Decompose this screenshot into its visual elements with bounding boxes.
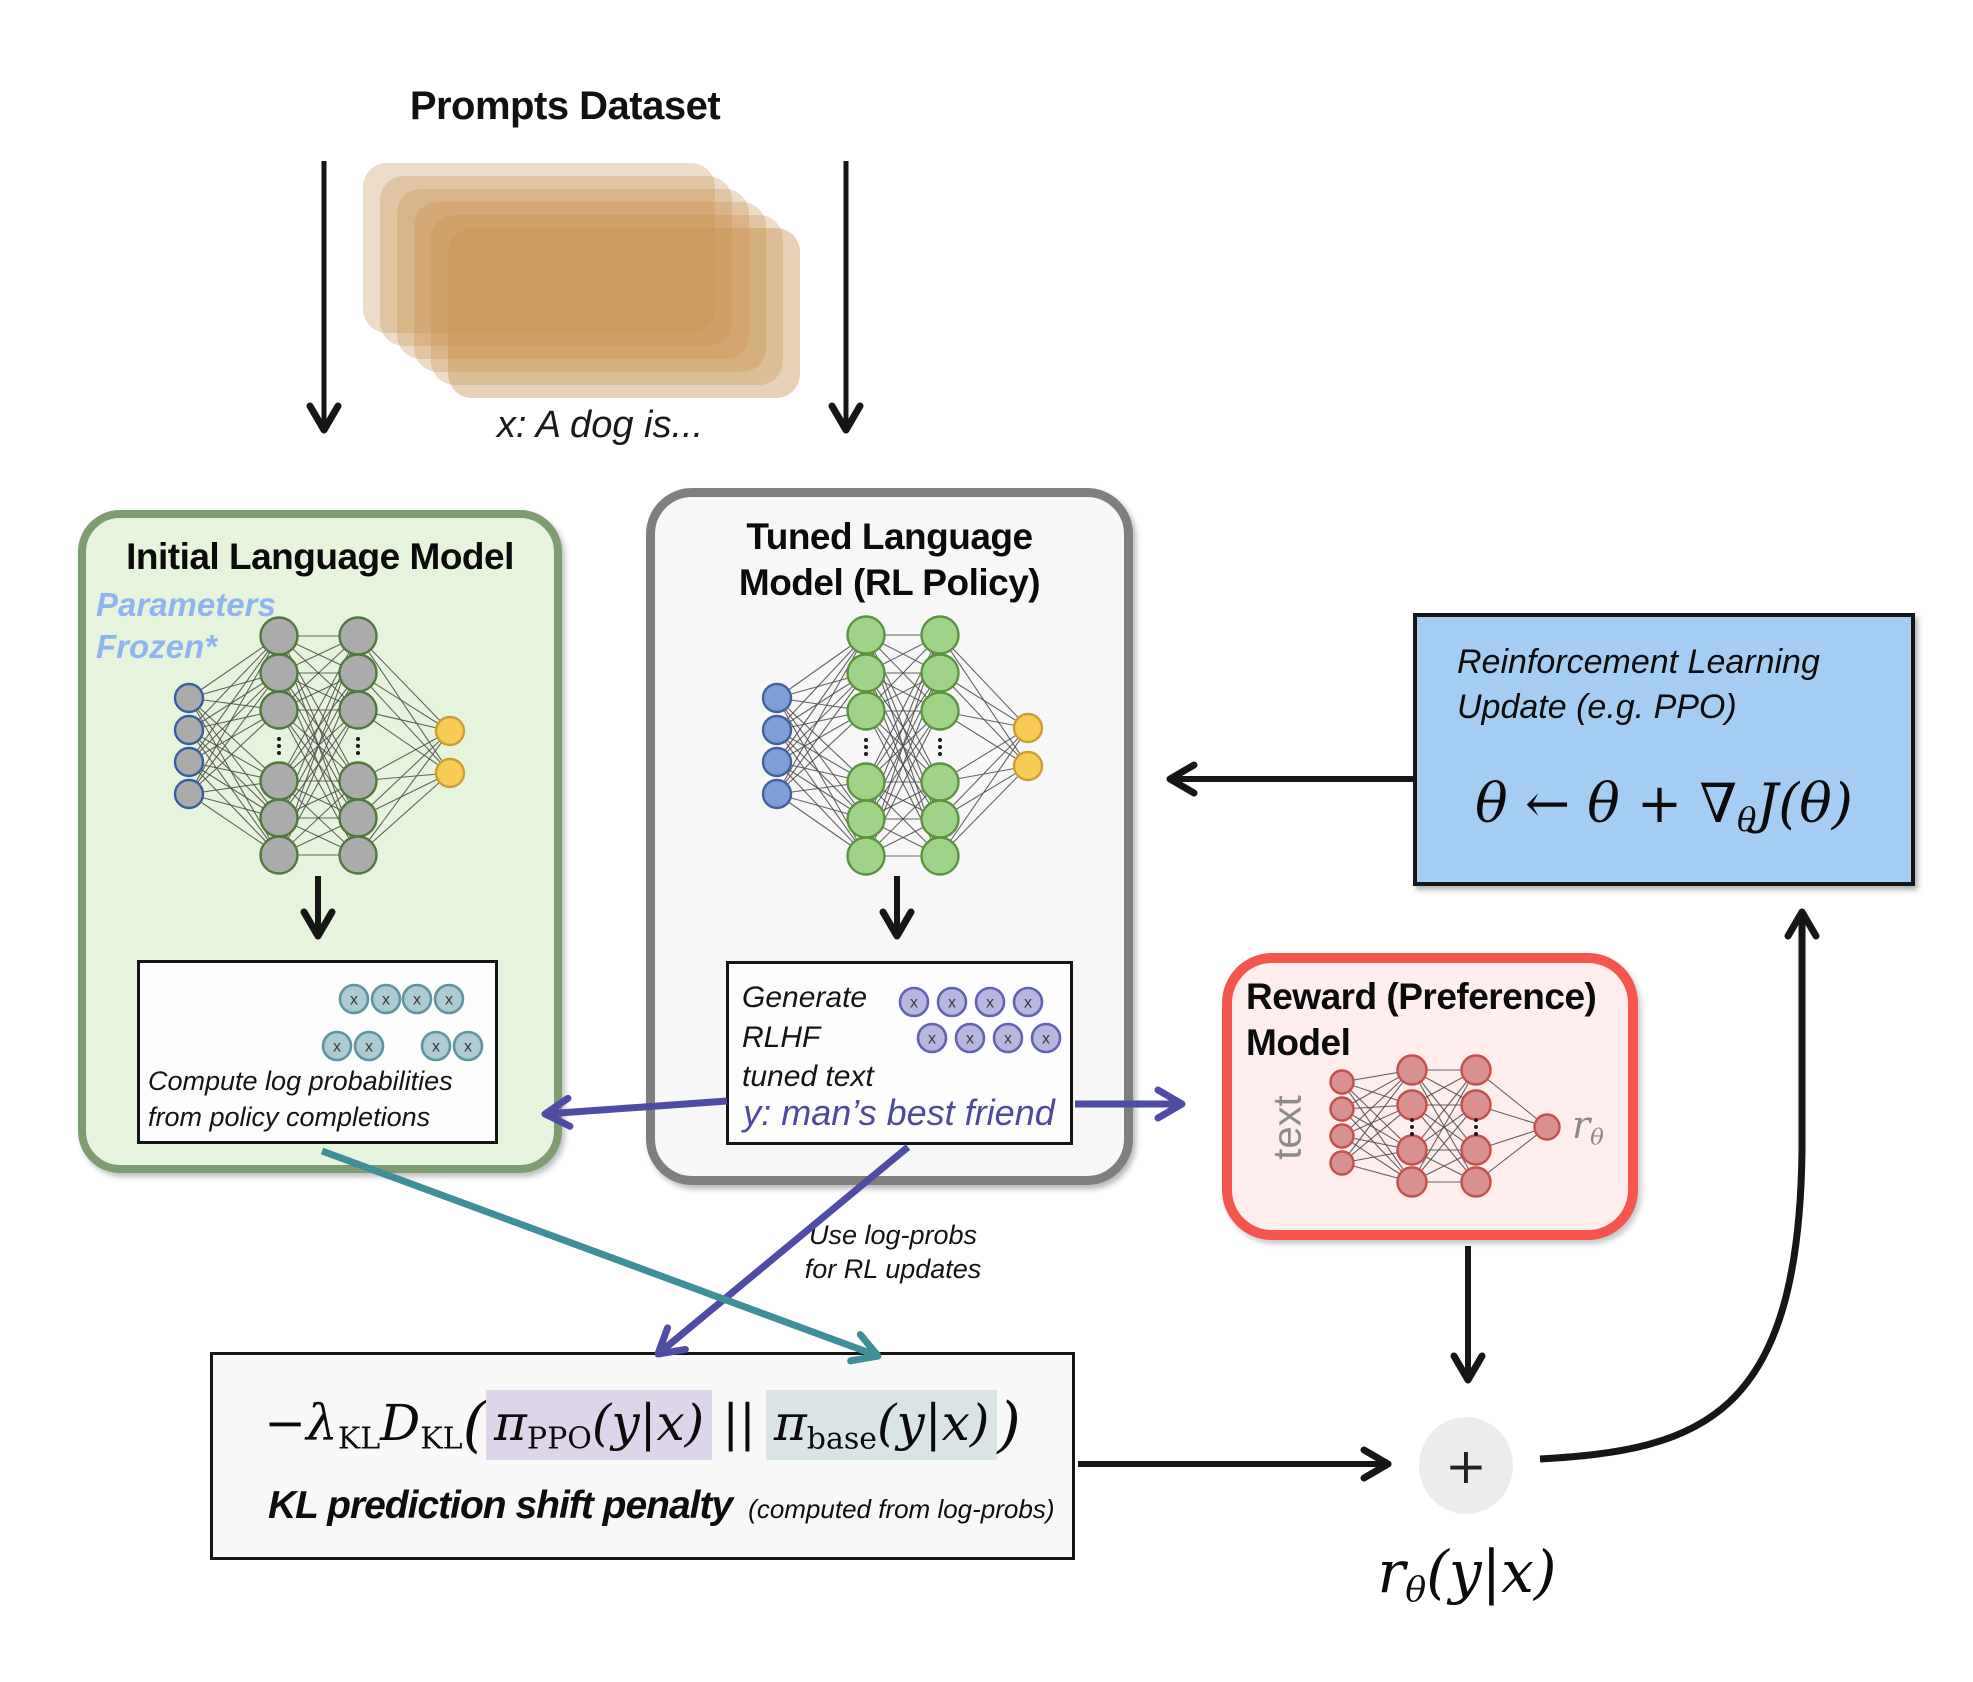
compute-logprobs-caption: Compute log probabilities from policy co… (148, 1066, 453, 1132)
rl-update-formula: θ ← θ + ∇θJ(θ) (1475, 772, 1853, 840)
generate-rlhf-caption: Generate RLHF tuned text (742, 981, 874, 1094)
pi-ppo-term: πPPO(y|x) (486, 1390, 713, 1461)
prompt-card (363, 163, 715, 333)
kl-caption-row: KL prediction shift penalty(computed fro… (268, 1484, 1055, 1527)
sum-node: + (1419, 1417, 1513, 1514)
prompt-card (380, 176, 732, 346)
initial-model-title: Initial Language Model (126, 536, 514, 577)
rl-update-box (1413, 613, 1915, 886)
reward-input-text-label: text (1265, 1095, 1310, 1160)
reward-scalar-label: rθ (1572, 1103, 1604, 1151)
prompt-card (397, 189, 749, 359)
prompt-card (414, 202, 766, 372)
prompt-card (431, 215, 783, 385)
rl-update-title: Reinforcement Learning Update (e.g. PPO) (1457, 643, 1820, 727)
kl-penalty-formula: −λKLDKL(πPPO(y|x)||πbase(y|x)) (264, 1390, 1021, 1461)
prompts-dataset-title: Prompts Dataset (409, 84, 721, 128)
tuned-model-title: Tuned Language Model (RL Policy) (738, 516, 1041, 604)
prompt-example-text: x: A dog is... (496, 404, 704, 446)
reward-model-title: Reward (Preference) Model (1246, 976, 1597, 1063)
parameters-frozen-note: Parameters Frozen* (96, 586, 276, 666)
prompt-card (448, 228, 800, 398)
completion-text: y: man’s best friend (743, 1092, 1055, 1133)
pi-base-term: πbase(y|x) (765, 1390, 998, 1461)
reward-output-formula: rθ(y|x) (1377, 1538, 1557, 1611)
use-logprobs-label: Use log-probs for RL updates (804, 1220, 982, 1285)
